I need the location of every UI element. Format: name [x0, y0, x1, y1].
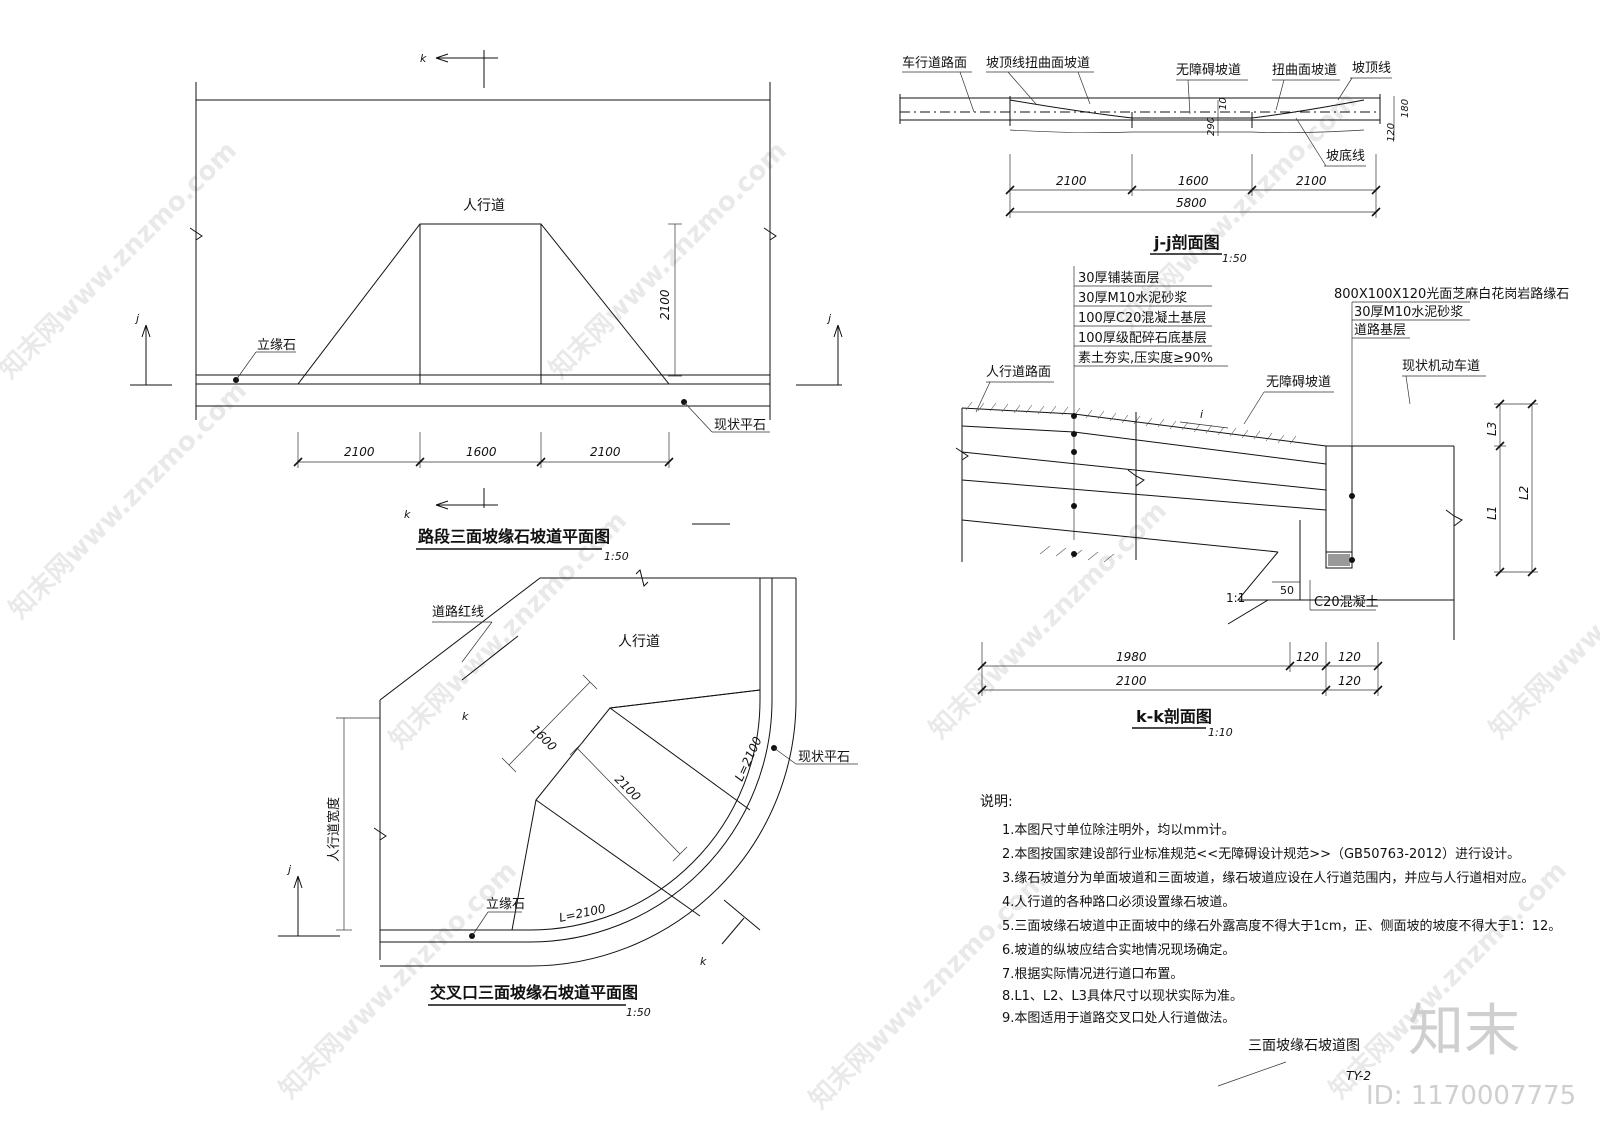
dim-jj-2100-b: 2100 — [1296, 174, 1327, 188]
note-item-5: 5.三面坡缘石坡道中正面坡中的缘石外露高度不得大于1cm，正、侧面坡的坡度不得大… — [1002, 918, 1561, 934]
label-curb: 立缘石 — [257, 338, 296, 353]
watermark-text: 知末网www.znzmo.com — [1484, 496, 1600, 745]
watermark-id: ID: 1170007775 — [1366, 1081, 1576, 1111]
layer-3: 100厚C20混凝土基层 — [1078, 310, 1206, 326]
note-item-3: 3.缘石坡道分为单面坡道和三面坡道，缘石坡道应设在人行道范围内，并应与人行道相对… — [1002, 870, 1534, 886]
label-road-surface: 车行道路面 — [902, 55, 967, 71]
dim-2100-left: 2100 — [344, 445, 375, 459]
note-item-2: 2.本图按国家建设部行业标准规范<<无障碍设计规范>>（GB50763-2012… — [1002, 846, 1520, 862]
mark-j-inter: j — [286, 863, 292, 876]
dim-jj-2100-a: 2100 — [1056, 174, 1087, 188]
plan1-scale: 1:50 — [604, 550, 629, 563]
dim-120-a: 120 — [1296, 650, 1319, 664]
dim-L1: L1 — [1485, 506, 1499, 520]
label-curb-inter: 立缘石 — [486, 897, 525, 912]
mark-k-bottom: k — [404, 508, 411, 521]
section-jj: 290 10 180 120 车行道路面 坡顶线扭曲面坡道 无障碍坡道 扭曲面坡… — [899, 55, 1411, 265]
mark-k-inter-bottom: k — [700, 955, 707, 968]
label-twist-ramp: 扭曲面坡道 — [1272, 63, 1337, 78]
brand-watermark: 知末 ID: 1170007775 — [1366, 999, 1576, 1111]
watermark-text: 知末网www.znzmo.com — [0, 136, 243, 385]
dim-120-jj: 120 — [1386, 123, 1397, 142]
label-50: 50 — [1280, 584, 1294, 597]
layer-5: 素土夯实,压实度≥90% — [1078, 350, 1213, 366]
section-jj-scale: 1:50 — [1222, 252, 1247, 265]
section-kk-scale: 1:10 — [1208, 726, 1233, 739]
label-c20-concrete: C20混凝土 — [1314, 594, 1379, 610]
label-vehicle-lane: 现状机动车道 — [1402, 358, 1480, 374]
dim-jj-1600: 1600 — [1178, 174, 1209, 188]
curb-layer-1: 800X100X120光面芝麻白花岗岩路缘石 — [1334, 286, 1569, 302]
watermark-text: 知末网www.znzmo.com — [4, 376, 253, 625]
label-flat-stone: 现状平石 — [714, 418, 766, 433]
sheet-name: 三面坡缘石坡道图 — [1248, 1038, 1360, 1054]
label-top-line: 坡顶线 — [1352, 61, 1391, 76]
label-top-twist: 坡顶线扭曲面坡道 — [986, 56, 1090, 71]
dim-1980: 1980 — [1116, 650, 1147, 664]
notes-block: 说明: 1.本图尺寸单位除注明外，均以mm计。 2.本图按国家建设部行业标准规范… — [980, 794, 1561, 1026]
label-kk-ramp: 无障碍坡道 — [1266, 375, 1331, 390]
dim-L3: L3 — [1485, 422, 1499, 436]
note-item-7: 7.根据实际情况进行道口布置。 — [1002, 967, 1183, 982]
plan2-scale: 1:50 — [626, 1006, 651, 1019]
label-sidewalk-width: 人行道宽度 — [326, 797, 342, 862]
label-sidewalk-inter: 人行道 — [618, 634, 660, 650]
layer-4: 100厚级配碎石底基层 — [1078, 330, 1207, 346]
label-slope-i: i — [1200, 408, 1203, 421]
dim-10: 10 — [1218, 97, 1229, 110]
plan2-title: 交叉口三面坡缘石坡道平面图 — [430, 983, 638, 1002]
label-flat-stone-inter: 现状平石 — [798, 750, 850, 765]
curb-layer-2: 30厚M10水泥砂浆 — [1354, 305, 1463, 320]
notes-heading: 说明: — [980, 794, 1013, 810]
mark-j-left: j — [134, 312, 140, 325]
label-barrier-free-ramp: 无障碍坡道 — [1176, 63, 1241, 78]
mark-k-inter-top: k — [462, 710, 469, 723]
sheet-title-block: 三面坡缘石坡道图 TY-2 — [1217, 1038, 1371, 1087]
plan1-title: 路段三面坡缘石坡道平面图 — [418, 527, 610, 546]
curb-layer-3: 道路基层 — [1354, 322, 1406, 338]
note-item-9: 9.本图适用于道路交叉口处人行道做法。 — [1002, 1010, 1235, 1026]
label-sidewalk-surface: 人行道路面 — [986, 364, 1051, 380]
label-red-line: 道路红线 — [432, 604, 484, 620]
dim-L2: L2 — [1517, 486, 1531, 500]
section-kk: 30厚铺装面层 30厚M10水泥砂浆 100厚C20混凝土基层 100厚级配碎石… — [955, 266, 1569, 739]
label-bottom-line: 坡底线 — [1326, 148, 1365, 164]
mark-k-top: k — [420, 52, 427, 65]
watermark-text: 知末网www.znzmo.com — [1324, 856, 1573, 1105]
dim-290: 290 — [1206, 117, 1217, 136]
note-item-8: 8.L1、L2、L3具体尺寸以现状实际为准。 — [1002, 989, 1243, 1004]
dim-depth: 2100 — [658, 289, 672, 320]
dim-L-bottom: L=2100 — [558, 901, 608, 925]
sheet-number: TY-2 — [1346, 1069, 1371, 1083]
label-slope-1-1: 1:1 — [1226, 591, 1245, 605]
dim-2100-right: 2100 — [590, 445, 621, 459]
note-item-1: 1.本图尺寸单位除注明外，均以mm计。 — [1002, 823, 1235, 838]
section-jj-title: j-j剖面图 — [1153, 233, 1220, 252]
watermark-text: 知末网www.znzmo.com — [274, 856, 523, 1105]
note-item-6: 6.坡道的纵坡应结合实地情况现场确定。 — [1002, 942, 1235, 958]
plan-road-section: 2100 2100 1600 2100 人行道 立缘石 现状平石 k k j — [130, 50, 843, 563]
mark-j-right: j — [826, 312, 832, 325]
label-sidewalk: 人行道 — [463, 198, 505, 214]
dim-1600: 1600 — [466, 445, 497, 459]
dim-2100-kk: 2100 — [1116, 674, 1147, 688]
plan-intersection: 1600 2100 L=2100 L=2100 人行道宽度 道路红线 人行道 立… — [278, 523, 858, 1019]
section-kk-title: k-k剖面图 — [1136, 707, 1212, 726]
dim-180: 180 — [1400, 99, 1411, 118]
dim-1600-inter: 1600 — [528, 722, 560, 754]
dim-jj-total: 5800 — [1176, 196, 1207, 210]
layer-1: 30厚铺装面层 — [1078, 271, 1160, 286]
watermark-text: 知末网www.znzmo.com — [544, 136, 793, 385]
dim-120-c: 120 — [1338, 674, 1361, 688]
watermark-logo: 知末 — [1408, 999, 1520, 1064]
layer-2: 30厚M10水泥砂浆 — [1078, 291, 1187, 306]
dim-2100-inter: 2100 — [612, 772, 644, 804]
note-item-4: 4.人行道的各种路口必须设置缘石坡道。 — [1002, 894, 1235, 910]
dim-120-b: 120 — [1338, 650, 1361, 664]
